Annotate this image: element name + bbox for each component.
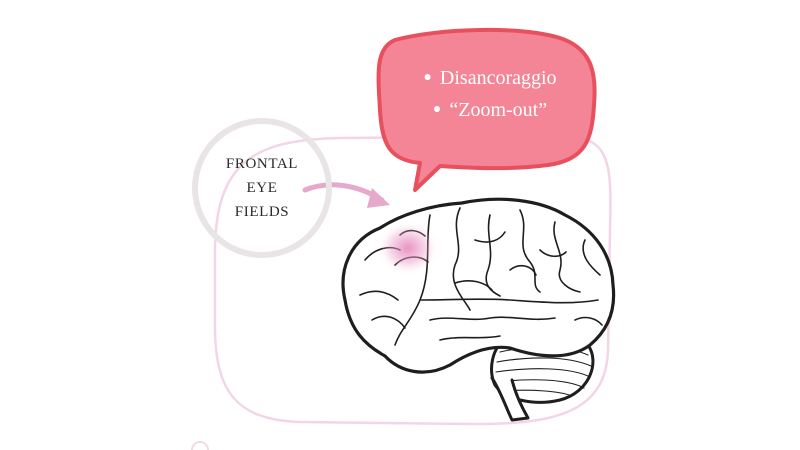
bullet-icon: ● [432, 102, 442, 117]
bubble-list: ● Disancoraggio ● “Zoom-out” [405, 62, 575, 126]
label-line-3: FIELDS [234, 204, 290, 220]
bubble-item: ● Disancoraggio [405, 62, 575, 94]
brain-illustration [341, 197, 616, 422]
label-line-2: EYE [246, 180, 278, 196]
bubble-item-text: Disancoraggio [439, 67, 557, 89]
frontal-eye-fields-highlight [380, 224, 436, 272]
frontal-eye-fields-label: FRONTAL EYE FIELDS [192, 118, 332, 258]
bubble-item-text: “Zoom-out” [449, 99, 548, 121]
bullet-icon: ● [423, 70, 432, 85]
decorative-dot [191, 441, 209, 450]
speech-bubble [376, 27, 597, 192]
label-line-1: FRONTAL [225, 156, 299, 172]
bubble-item: ● “Zoom-out” [405, 94, 575, 126]
